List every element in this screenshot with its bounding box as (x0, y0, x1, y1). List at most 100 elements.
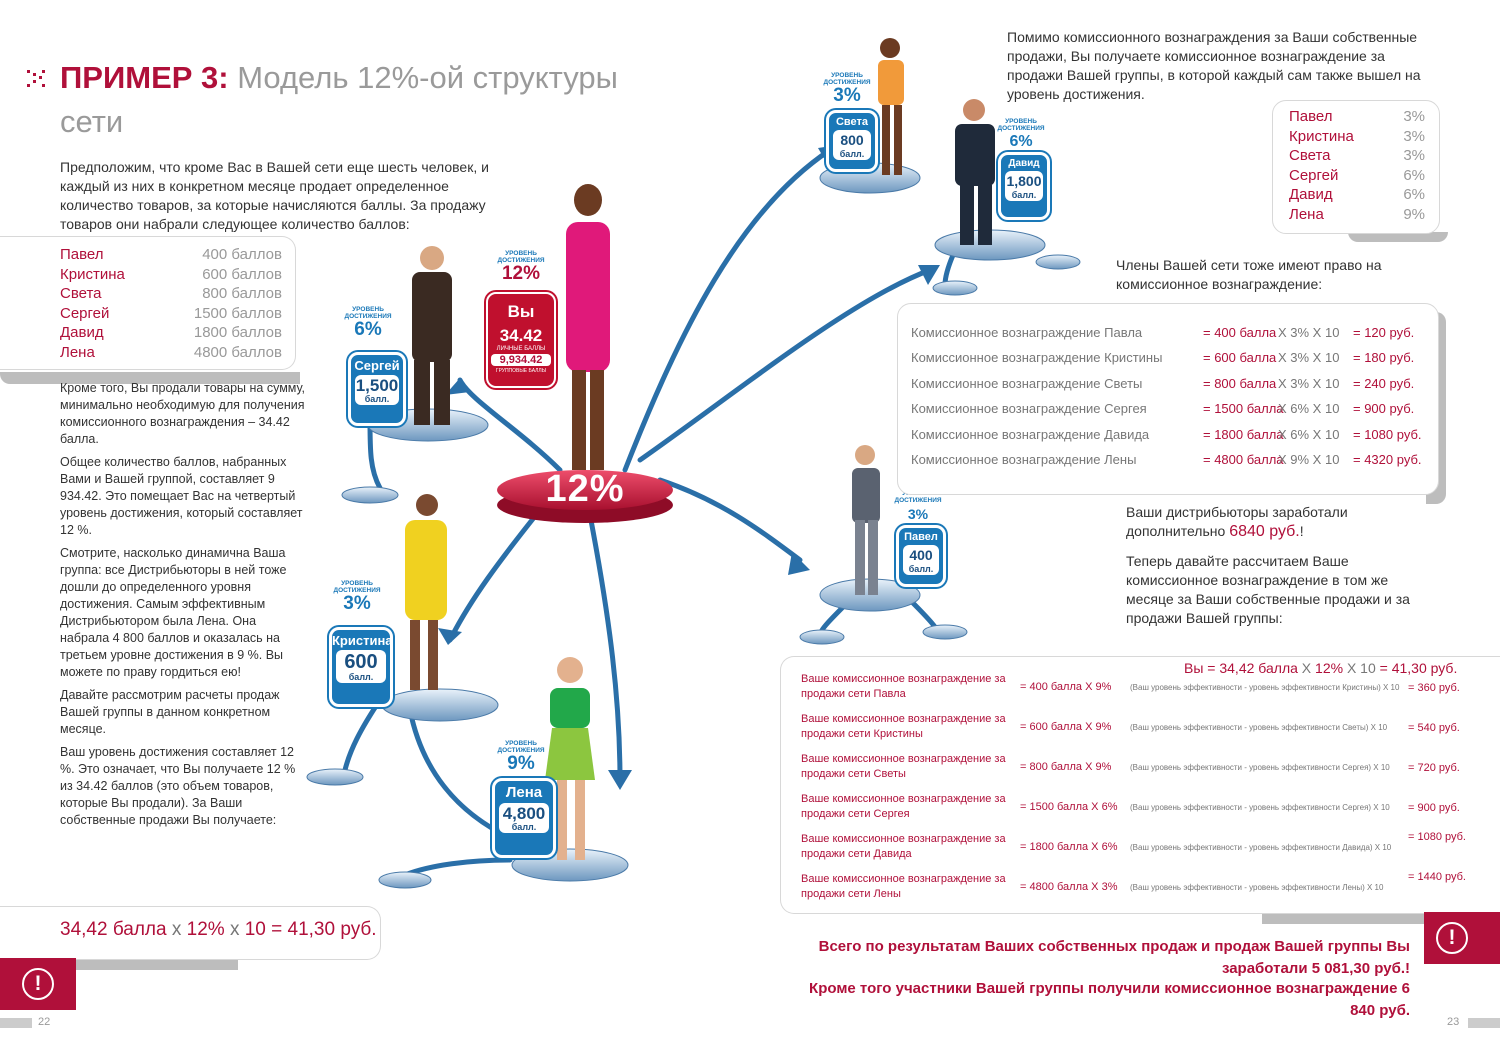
group-row-result: = 360 руб. (1408, 682, 1460, 694)
members-note: Члены Вашей сети тоже имеют право на ком… (1116, 257, 1382, 292)
commission-row: Комиссионное вознаграждение Павла= 400 б… (911, 325, 1414, 340)
member-points: 4800 баллов (193, 343, 282, 361)
commission-factor: X 3% X 10 (1278, 350, 1340, 366)
exclamation-icon: ! (22, 968, 54, 1000)
commission-label: Комиссионное вознаграждение Кристины (911, 350, 1163, 366)
left-paragraph: Общее количество баллов, набранных Вами … (60, 455, 303, 537)
left-paragraph: Смотрите, насколько динамична Ваша групп… (60, 546, 287, 679)
member-name: Павел (1289, 108, 1333, 125)
commission-row: Комиссионное вознаграждение Сергея= 1500… (911, 401, 1414, 416)
commission-eq: = 1800 балла (1203, 426, 1284, 442)
center-disc-label: 12% (545, 468, 625, 510)
commission-factor: X 6% X 10 (1278, 426, 1340, 442)
commission-factor: X 9% X 10 (1278, 452, 1340, 467)
member-level: 3% (1403, 108, 1425, 125)
commission-factor: X 6% X 10 (1278, 401, 1340, 417)
group-row-eq: = 400 балла X 9% (1020, 681, 1112, 693)
left-paragraph: Давайте рассмотрим расчеты продаж Вашей … (60, 688, 280, 736)
commission-result: = 240 руб. (1353, 375, 1415, 391)
group-row-eq: = 1800 балла X 6% (1020, 841, 1118, 853)
person-david (955, 99, 995, 245)
member-level: 3% (1403, 127, 1425, 145)
person-sveta (878, 38, 904, 175)
member-name: Кристина (60, 265, 125, 283)
commission-eq: = 800 балла (1203, 375, 1277, 391)
person-pavel (852, 445, 880, 595)
group-row-formula: (Ваш уровень эффективности - уровень эфф… (1130, 803, 1390, 812)
member-name: Давид (1289, 186, 1333, 203)
member-level: 6% (1403, 166, 1425, 184)
member-points: 400 баллов (202, 246, 282, 263)
right-intro: Помимо комиссионного вознаграждения за В… (1007, 29, 1421, 102)
person-you (566, 184, 610, 470)
commission-label: Комиссионное вознаграждение Лены (911, 452, 1137, 467)
points-row: Павел 400 баллов (60, 245, 282, 265)
person-sergey (412, 246, 452, 425)
member-name: Лена (1289, 205, 1324, 223)
member-points: 800 баллов (202, 285, 282, 302)
title-ornament-icon (25, 68, 47, 90)
member-name: Света (60, 285, 102, 302)
commission-result: = 120 руб. (1353, 325, 1415, 340)
group-row-formula: (Ваш уровень эффективности - уровень эфф… (1130, 763, 1390, 772)
member-points: 1500 баллов (193, 304, 282, 322)
page-number-right: 23 (1447, 1016, 1460, 1028)
left-paragraph: Ваш уровень достижения составляет 12 %. … (60, 745, 296, 827)
commission-row: Комиссионное вознаграждение Светы= 800 б… (911, 376, 1414, 391)
member-name: Сергей (60, 304, 110, 322)
group-row-label: Ваше комиссионное вознаграждение за прод… (801, 873, 1006, 900)
total-1: Всего по результатам Ваших собственных п… (818, 938, 1410, 977)
commission-eq: = 4800 балла (1203, 452, 1284, 467)
group-row-label: Ваше комиссионное вознаграждение за прод… (801, 753, 1006, 780)
commission-result: = 1080 руб. (1353, 426, 1422, 442)
group-row-eq: = 4800 балла X 3% (1020, 881, 1118, 893)
commission-result: = 180 руб. (1353, 350, 1415, 366)
points-row: Света 800 баллов (60, 284, 282, 304)
group-row-formula: (Ваш уровень эффективности - уровень эфф… (1130, 843, 1392, 852)
member-name: Сергей (1289, 166, 1339, 184)
page-number-left: 22 (38, 1016, 51, 1028)
commission-row: Комиссионное вознаграждение Давида= 1800… (911, 427, 1422, 442)
member-level: 3% (1403, 147, 1425, 164)
level-row: Павел 3% (1289, 107, 1425, 127)
distributors-earned: Ваши дистрибьюторы заработали дополнител… (1126, 504, 1348, 540)
commission-row: Комиссионное вознаграждение Кристины= 60… (911, 350, 1414, 366)
own-formula-box: 34,42 балла x 12% x 10 = 41,30 руб. (0, 906, 381, 960)
group-row-label: Ваше комиссионное вознаграждение за прод… (801, 713, 1006, 740)
exclamation-icon: ! (1436, 922, 1468, 954)
group-calc-box (780, 656, 1500, 914)
person-lena (545, 657, 595, 860)
group-row-formula: (Ваш уровень эффективности - уровень эфф… (1130, 883, 1384, 892)
level-row: Сергей 6% (1289, 166, 1425, 186)
member-name: Лена (60, 343, 95, 361)
group-row-eq: = 800 балла X 9% (1020, 761, 1112, 773)
group-row-label: Ваше комиссионное вознаграждение за прод… (801, 833, 1006, 860)
you-badge: Вы 34.42 ЛИЧНЫЕ БАЛЛЫ 9,934.42 ГРУППОВЫЕ… (486, 292, 556, 388)
points-row: Сергей 1500 баллов (60, 304, 282, 324)
group-row-label: Ваше комиссионное вознаграждение за прод… (801, 793, 1006, 820)
commission-row: Комиссионное вознаграждение Лены = 4800 б… (911, 452, 1422, 467)
commission-eq: = 1500 балла (1203, 401, 1284, 417)
member-points: 1800 баллов (193, 324, 282, 341)
commission-eq: = 400 балла (1203, 325, 1277, 340)
group-row-result: = 900 руб. (1408, 802, 1460, 814)
member-name: Павел (60, 246, 104, 263)
